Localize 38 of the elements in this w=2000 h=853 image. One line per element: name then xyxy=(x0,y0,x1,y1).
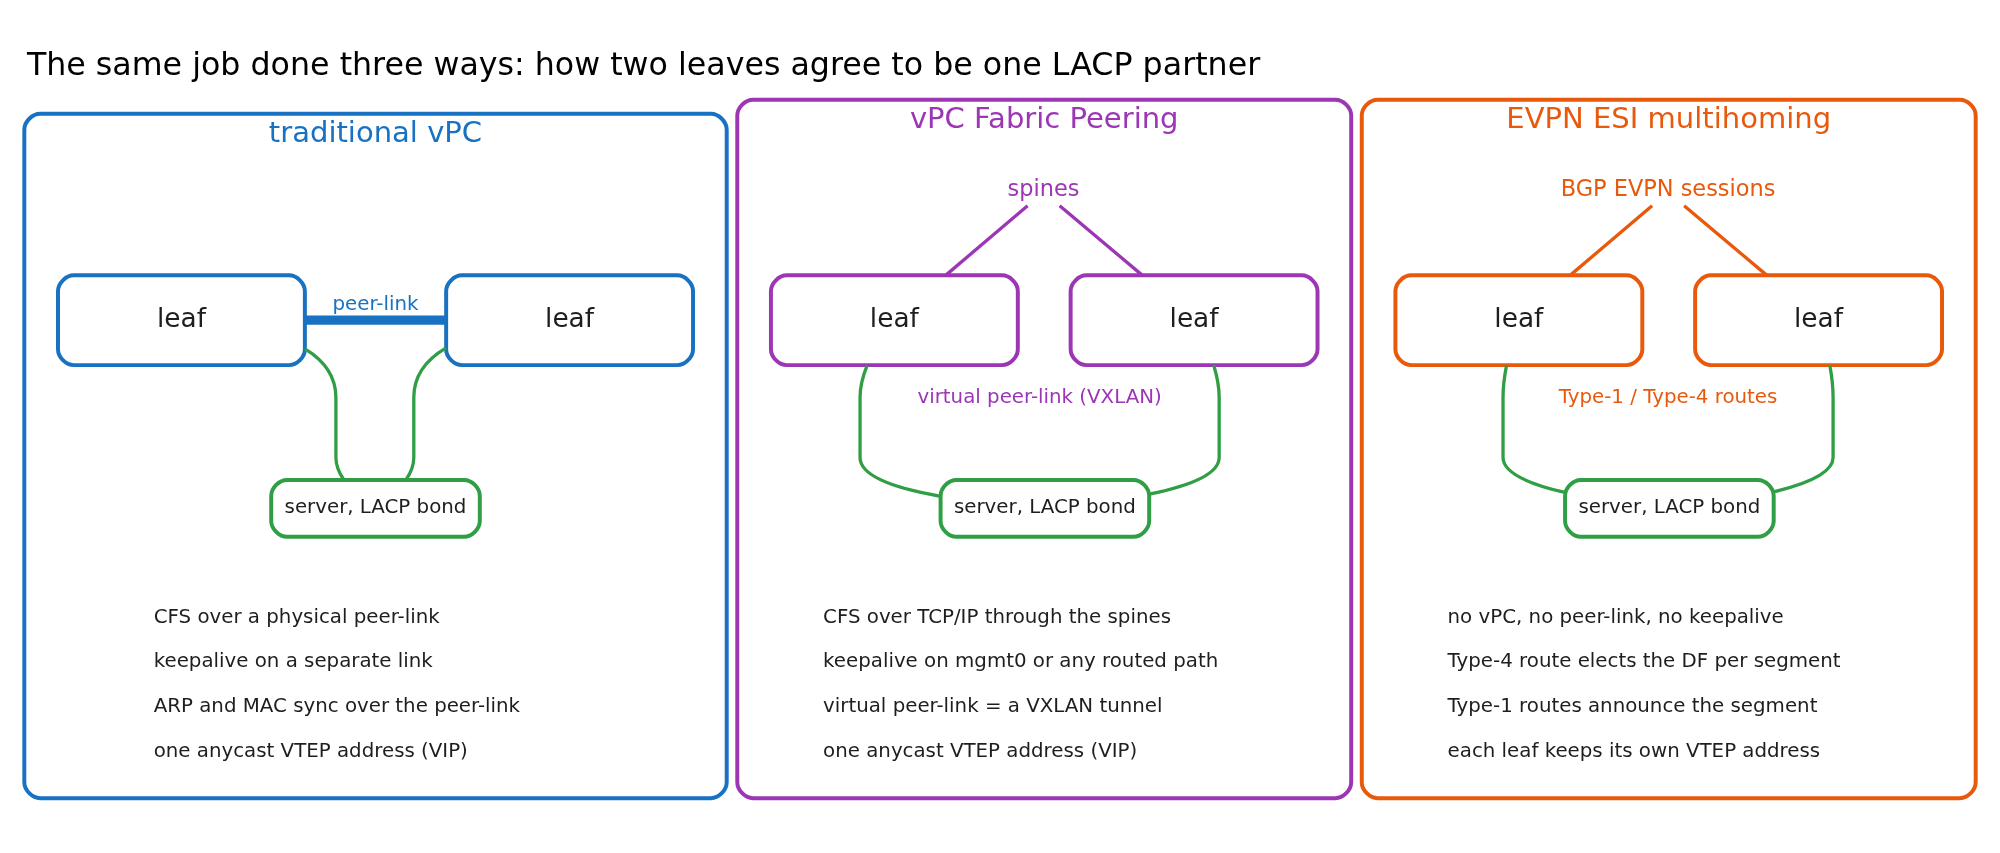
connector xyxy=(1773,365,1835,494)
label: Type-4 route elects the DF per segment xyxy=(1447,649,1841,673)
node-box: leaf xyxy=(1393,273,1645,368)
connector xyxy=(858,364,941,498)
connector xyxy=(305,315,446,325)
label: each leaf keeps its own VTEP address xyxy=(1447,739,1821,763)
connector xyxy=(1058,204,1144,277)
node-box: leaf xyxy=(1693,273,1944,368)
label: keepalive on a separate link xyxy=(153,649,433,673)
node-box: server, LACP bond xyxy=(938,478,1152,539)
connector xyxy=(1569,204,1654,277)
connector xyxy=(1501,365,1566,494)
node-text: spines xyxy=(1007,175,1080,202)
connector xyxy=(304,347,346,481)
edge-label: peer-link xyxy=(332,291,419,315)
label: one anycast VTEP address (VIP) xyxy=(153,739,468,763)
label: virtual peer-link (VXLAN) xyxy=(917,385,1162,409)
connector xyxy=(1148,364,1221,496)
node-box: server, LACP bond xyxy=(269,478,482,539)
node-box: leaf xyxy=(1068,273,1320,368)
node-box: leaf xyxy=(444,273,695,368)
label: one anycast VTEP address (VIP) xyxy=(823,739,1138,763)
node-box: leaf xyxy=(56,273,307,368)
connector xyxy=(404,346,447,481)
label: Type-1 / Type-4 routes xyxy=(1558,385,1778,409)
node-box: server, LACP bond xyxy=(1563,478,1776,539)
node-text: BGP EVPN sessions xyxy=(1560,175,1776,202)
label: virtual peer-link = a VXLAN tunnel xyxy=(823,694,1163,718)
label: CFS over a physical peer-link xyxy=(153,604,440,628)
label: CFS over TCP/IP through the spines xyxy=(823,604,1171,628)
label: no vPC, no peer-link, no keepalive xyxy=(1447,604,1784,628)
label: Type-1 routes announce the segment xyxy=(1447,694,1818,718)
connector xyxy=(944,204,1029,277)
label: ARP and MAC sync over the peer-link xyxy=(153,694,521,718)
node-box: leaf xyxy=(768,273,1020,368)
connector xyxy=(1683,204,1768,277)
diagram-title: The same job done three ways: how two leaves agree to be one LACP partner xyxy=(26,45,1261,82)
label: keepalive on mgmt0 or any routed path xyxy=(823,649,1219,673)
